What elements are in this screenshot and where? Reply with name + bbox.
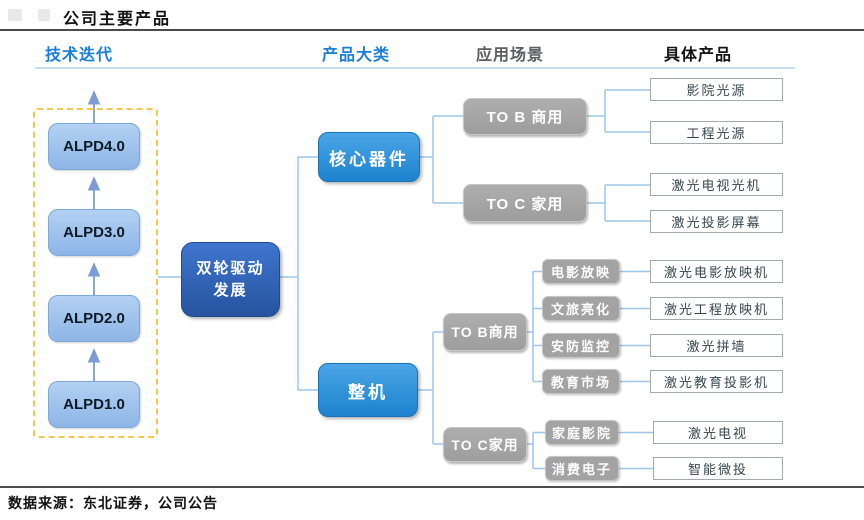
product-node: 激光教育投影机 — [650, 370, 783, 393]
product-node: 工程光源 — [650, 121, 783, 144]
segment-node-machine-toc: TO C家用 — [443, 427, 527, 462]
category-node-core: 核心器件 — [318, 132, 420, 182]
product-node: 激光电影放映机 — [650, 260, 783, 283]
column-header-tech: 技术迭代 — [45, 47, 114, 64]
scenario-node: 消费电子 — [545, 456, 619, 481]
product-node: 激光工程放映机 — [650, 297, 783, 320]
erased-label-artifact — [8, 9, 22, 21]
alpd-node-4: ALPD4.0 — [48, 123, 140, 170]
root-node-line2: 发展 — [213, 281, 248, 299]
page-title: 公司主要产品 — [63, 11, 172, 28]
alpd-node-3: ALPD3.0 — [48, 209, 140, 256]
scenario-node: 文旅亮化 — [542, 296, 620, 321]
alpd-node-2: ALPD2.0 — [48, 295, 140, 342]
root-node: 双轮驱动 发展 — [181, 242, 280, 317]
product-node: 激光拼墙 — [650, 334, 783, 357]
column-header-scenario: 应用场景 — [476, 47, 545, 64]
scenario-node: 电影放映 — [542, 259, 620, 284]
product-node: 智能微投 — [653, 457, 783, 480]
product-node: 激光投影屏幕 — [650, 210, 783, 233]
column-header-category: 产品大类 — [322, 47, 391, 64]
title-divider — [0, 29, 864, 31]
tech-iteration-frame — [33, 108, 158, 438]
product-node: 影院光源 — [650, 78, 783, 101]
alpd-node-1: ALPD1.0 — [48, 381, 140, 428]
scenario-node: 安防监控 — [542, 333, 620, 358]
category-node-machine: 整机 — [318, 363, 418, 417]
header-divider — [35, 67, 795, 69]
root-node-line1: 双轮驱动 — [196, 259, 265, 277]
segment-node-core-toc: TO C 家用 — [463, 184, 587, 222]
product-node: 激光电视光机 — [650, 173, 783, 196]
source-note: 数据来源：东北证券，公司公告 — [8, 497, 218, 512]
erased-label-artifact — [38, 9, 50, 21]
footer-divider — [0, 486, 864, 488]
scenario-node: 教育市场 — [542, 369, 620, 394]
column-header-product: 具体产品 — [664, 47, 733, 64]
scenario-node: 家庭影院 — [545, 420, 619, 445]
product-node: 激光电视 — [653, 421, 783, 444]
segment-node-machine-tob: TO B商用 — [443, 313, 527, 351]
segment-node-core-tob: TO B 商用 — [463, 98, 587, 135]
